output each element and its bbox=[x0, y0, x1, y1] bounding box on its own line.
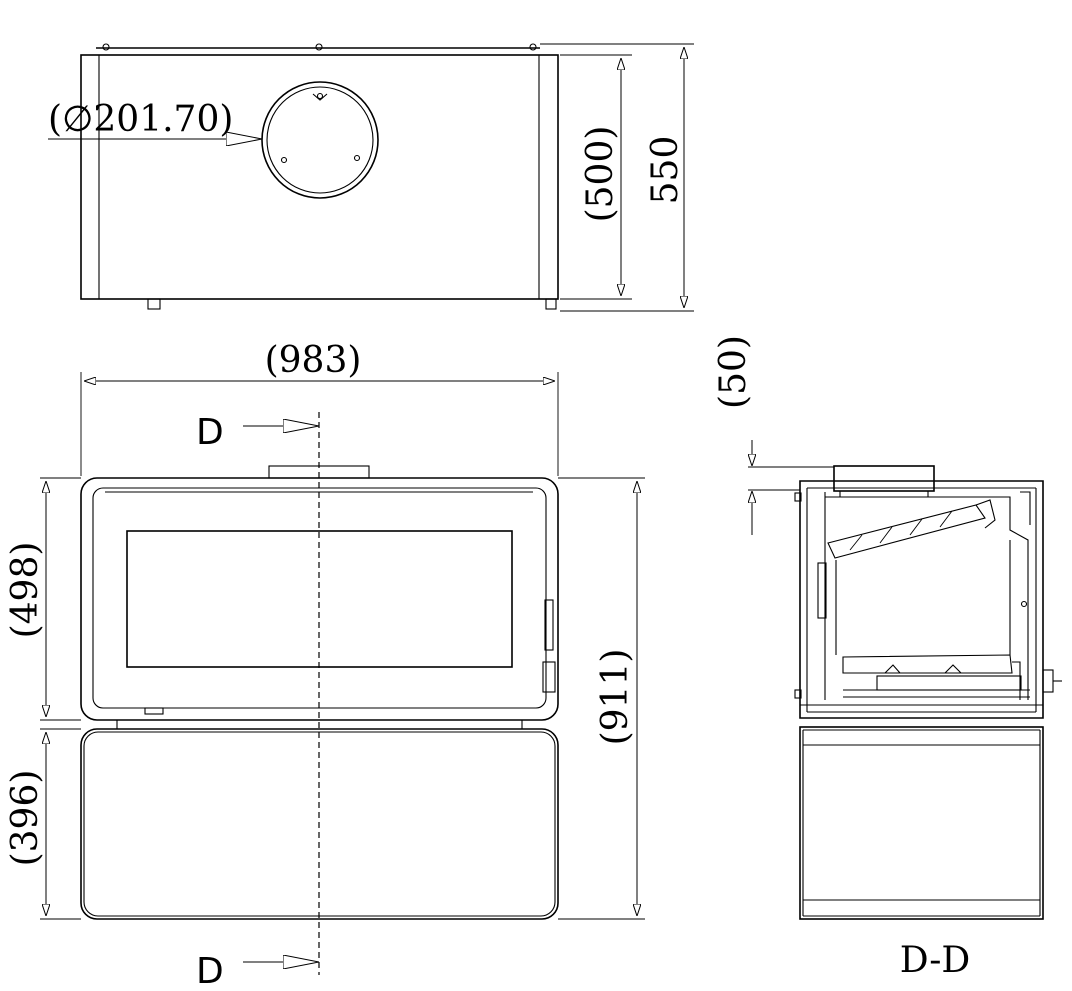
flue-hole-left bbox=[280, 156, 288, 164]
depth-inner-label: (500) bbox=[580, 126, 621, 223]
section-door-knob bbox=[1042, 669, 1054, 693]
width-label: (983) bbox=[265, 340, 362, 381]
ash-lip bbox=[144, 707, 164, 715]
flue-inner-ring bbox=[266, 86, 374, 194]
section-marker-bottom: D bbox=[196, 951, 224, 991]
section-view-label: D-D bbox=[900, 940, 971, 981]
total-height-label: (911) bbox=[595, 649, 636, 746]
section-casing bbox=[799, 480, 1044, 719]
top-view: (∅201.70) bbox=[48, 43, 559, 310]
flue-hole-right bbox=[353, 154, 361, 162]
section-base bbox=[799, 726, 1044, 920]
baffle-plate bbox=[827, 504, 986, 559]
section-flue-collar bbox=[833, 465, 935, 492]
door-handle bbox=[544, 599, 554, 651]
grate bbox=[842, 654, 1013, 674]
top-view-outline bbox=[80, 54, 559, 300]
firebox-height-label: (498) bbox=[5, 542, 46, 639]
top-view-tab-left bbox=[102, 43, 110, 51]
flue-diameter-label: (∅201.70) bbox=[48, 99, 233, 140]
depth-total-label: 550 bbox=[645, 136, 686, 205]
door-latch bbox=[542, 661, 556, 693]
flue-hole-top bbox=[316, 92, 324, 100]
flue-clip-top bbox=[312, 93, 328, 101]
front-view: (983) D D (498) (396) (9 bbox=[5, 340, 645, 991]
section-marker-top: D bbox=[196, 412, 224, 453]
top-view-foot-right bbox=[545, 298, 557, 310]
top-view-tab-right bbox=[529, 43, 537, 51]
section-view: (50) bbox=[713, 335, 1062, 981]
ash-pan bbox=[876, 675, 1022, 691]
top-view-tab-mid bbox=[315, 43, 323, 51]
base-outer bbox=[80, 728, 559, 920]
depth-dimensions: (500) 550 bbox=[540, 43, 694, 312]
flue-outer-ring bbox=[261, 81, 379, 199]
base-height-label: (396) bbox=[5, 770, 46, 867]
top-view-foot-left bbox=[147, 298, 161, 310]
collar-height-label: (50) bbox=[713, 335, 754, 409]
